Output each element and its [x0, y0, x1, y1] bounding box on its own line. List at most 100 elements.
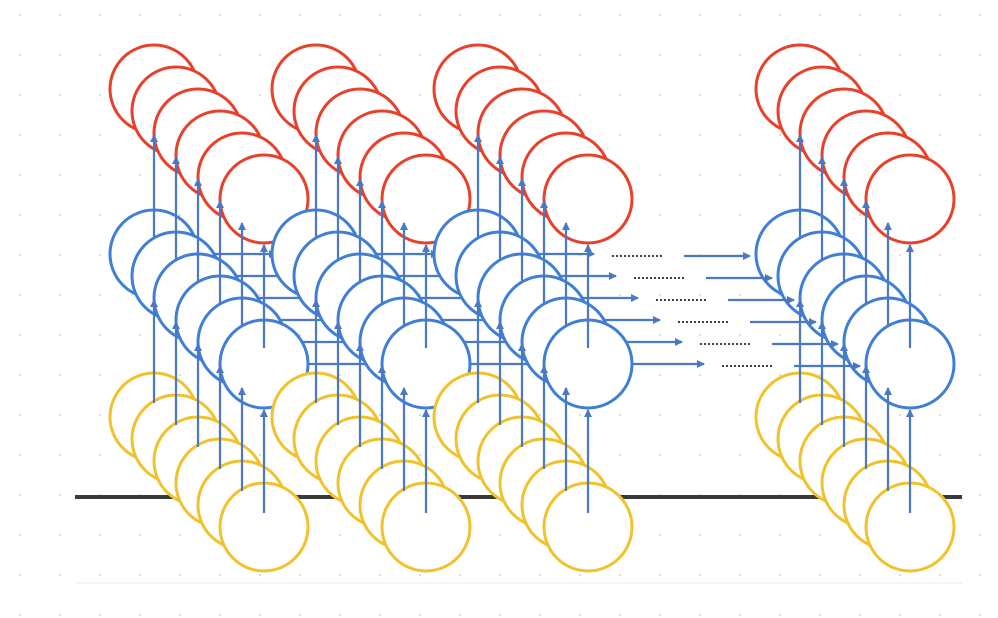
grid-dot	[179, 14, 181, 16]
grid-dot	[899, 54, 901, 56]
grid-dot	[59, 54, 61, 56]
grid-dot	[659, 174, 661, 176]
grid-dot	[419, 414, 421, 416]
grid-dot	[59, 134, 61, 136]
grid-dot	[139, 14, 141, 16]
grid-dot	[579, 414, 581, 416]
grid-dot	[259, 94, 261, 96]
grid-dot	[659, 574, 661, 576]
grid-dot	[539, 574, 541, 576]
grid-dot	[699, 454, 701, 456]
grid-dot	[779, 574, 781, 576]
grid-dot	[59, 14, 61, 16]
grid-dot	[899, 414, 901, 416]
grid-dot	[659, 14, 661, 16]
grid-dot	[419, 14, 421, 16]
grid-dot	[939, 54, 941, 56]
grid-dot	[299, 614, 301, 616]
grid-dot	[739, 374, 741, 376]
grid-dot	[659, 214, 661, 216]
grid-dot	[859, 614, 861, 616]
time-step-column-4	[754, 43, 956, 573]
grid-dot	[419, 454, 421, 456]
grid-dot	[859, 574, 861, 576]
grid-dot	[939, 294, 941, 296]
grid-dot	[699, 574, 701, 576]
grid-dot	[699, 374, 701, 376]
grid-dot	[99, 94, 101, 96]
grid-dot	[99, 614, 101, 616]
grid-dot	[979, 134, 981, 136]
grid-dot	[99, 294, 101, 296]
grid-dot	[979, 334, 981, 336]
grid-dot	[259, 574, 261, 576]
grid-dot	[739, 214, 741, 216]
grid-dot	[179, 534, 181, 536]
grid-dot	[619, 94, 621, 96]
grid-dot	[899, 14, 901, 16]
grid-dot	[579, 54, 581, 56]
grid-dot	[299, 334, 301, 336]
grid-dot	[739, 414, 741, 416]
grid-dot	[19, 134, 21, 136]
grid-dot	[619, 454, 621, 456]
grid-dot	[499, 614, 501, 616]
grid-dot	[339, 534, 341, 536]
feedforward-arrows	[150, 134, 268, 513]
grid-dot	[779, 614, 781, 616]
grid-dot	[19, 14, 21, 16]
grid-dot	[259, 454, 261, 456]
grid-dot	[59, 254, 61, 256]
grid-dot	[19, 174, 21, 176]
grid-dot	[979, 414, 981, 416]
grid-dot	[179, 374, 181, 376]
grid-dot	[339, 574, 341, 576]
grid-dot	[659, 94, 661, 96]
grid-dot	[659, 414, 661, 416]
output-layer-stack	[108, 43, 310, 245]
grid-dot	[459, 614, 461, 616]
grid-dot	[179, 614, 181, 616]
grid-dot	[779, 334, 781, 336]
ellipsis-gap	[612, 252, 861, 370]
grid-dot	[699, 54, 701, 56]
grid-dot	[659, 614, 661, 616]
grid-dot	[379, 14, 381, 16]
grid-dot	[979, 54, 981, 56]
grid-dot	[59, 334, 61, 336]
grid-dot	[99, 454, 101, 456]
grid-dot	[219, 574, 221, 576]
grid-dot	[739, 94, 741, 96]
grid-dot	[19, 454, 21, 456]
grid-dot	[19, 214, 21, 216]
grid-dot	[699, 294, 701, 296]
grid-dot	[779, 14, 781, 16]
grid-dot	[179, 574, 181, 576]
grid-dot	[99, 574, 101, 576]
grid-dot	[219, 14, 221, 16]
grid-dot	[59, 214, 61, 216]
grid-dot	[219, 54, 221, 56]
grid-dot	[379, 414, 381, 416]
grid-dot	[739, 534, 741, 536]
grid-dot	[59, 174, 61, 176]
grid-dot	[139, 174, 141, 176]
grid-dot	[659, 134, 661, 136]
grid-dot	[99, 54, 101, 56]
grid-dot	[19, 574, 21, 576]
hidden-layer-stack	[432, 208, 634, 410]
time-step-column-2	[270, 43, 549, 573]
grid-dot	[819, 374, 821, 376]
grid-dot	[19, 294, 21, 296]
grid-dot	[979, 294, 981, 296]
grid-dot	[659, 534, 661, 536]
grid-dot	[19, 54, 21, 56]
grid-dot	[419, 574, 421, 576]
grid-dot	[939, 614, 941, 616]
feedforward-arrows	[796, 134, 914, 513]
grid-dot	[979, 174, 981, 176]
grid-dot	[939, 14, 941, 16]
grid-dot	[339, 374, 341, 376]
grid-dot	[739, 174, 741, 176]
grid-dot	[619, 54, 621, 56]
